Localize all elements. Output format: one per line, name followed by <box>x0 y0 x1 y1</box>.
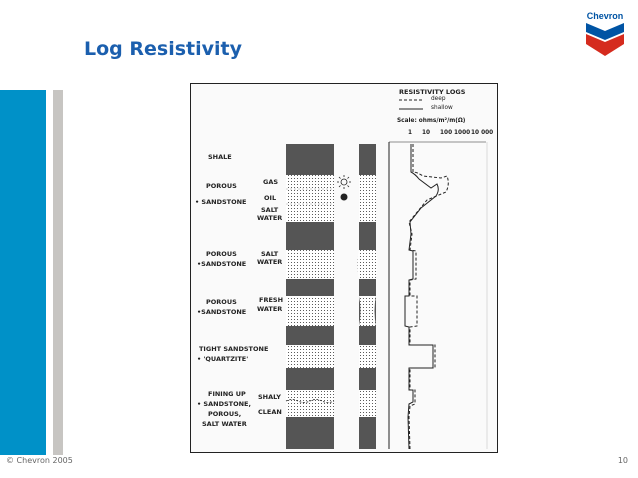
logo-wordmark: Chevron <box>587 11 624 21</box>
label-water-2: WATER <box>257 258 283 266</box>
legend-deep: deep <box>431 96 446 102</box>
label-water-3: WATER <box>257 305 283 313</box>
oil-symbol <box>340 193 348 201</box>
shallow-resistivity-curve <box>404 144 439 450</box>
bed-fresh-water <box>286 296 334 326</box>
gray-side-bar <box>53 90 63 455</box>
label-porous-1: POROUS <box>206 182 237 190</box>
label-tight-sandstone: TIGHT SANDSTONE <box>199 345 269 353</box>
gas-symbol <box>337 175 351 189</box>
bed-fining-up <box>286 390 334 417</box>
label-clean: CLEAN <box>258 408 282 416</box>
scale-tick-1: 1 <box>408 130 413 136</box>
label-sandstone-4: • SANDSTONE, <box>197 400 251 408</box>
scale-tick-100: 100 <box>440 130 453 136</box>
scale-tick-10000: 10 000 <box>471 130 494 136</box>
scale-tick-10: 10 <box>422 130 431 136</box>
bed-salt-water <box>286 250 334 279</box>
label-quartzite: • 'QUARTZITE' <box>197 355 249 363</box>
label-salt-water-4: SALT WATER <box>202 420 247 428</box>
label-porous-4: POROUS, <box>208 410 242 418</box>
lithology-and-log-drawing <box>285 141 488 450</box>
legend-line-swatches <box>399 99 423 110</box>
bed-tight-sandstone <box>286 345 334 368</box>
label-shaly: SHALY <box>258 393 281 401</box>
label-fining-up: FINING UP <box>208 390 246 398</box>
label-sandstone-2: •SANDSTONE <box>197 260 247 268</box>
label-porous-2: POROUS <box>206 250 237 258</box>
label-water-1: WATER <box>257 214 283 222</box>
bed-gas-oil-water <box>286 175 334 222</box>
blue-side-bar <box>0 90 46 455</box>
resistivity-diagram: RESISTIVITY LOGS deep shallow Scale: ohm… <box>190 83 498 453</box>
label-shale: SHALE <box>208 153 232 161</box>
label-sandstone-3: •SANDSTONE <box>197 308 247 316</box>
legend-title: RESISTIVITY LOGS <box>399 88 466 96</box>
label-oil: OIL <box>264 194 277 202</box>
scale-tick-1000: 1000 <box>454 130 471 136</box>
label-gas: GAS <box>263 178 279 186</box>
slide-title: Log Resistivity <box>84 38 242 60</box>
label-sandstone-1: • SANDSTONE <box>195 198 247 206</box>
label-salt-1: SALT <box>261 206 279 214</box>
label-fresh: FRESH <box>259 296 284 304</box>
legend-shallow: shallow <box>431 105 453 111</box>
copyright-text: © Chevron 2005 <box>6 456 73 465</box>
deep-resistivity-curve <box>408 144 449 450</box>
label-salt-2: SALT <box>261 250 279 258</box>
scale-label: Scale: ohms/m²/m(Ω) <box>397 118 466 124</box>
label-porous-3: POROUS <box>206 298 237 306</box>
page-number: 10 <box>617 456 628 465</box>
chevron-logo: Chevron <box>582 10 628 58</box>
